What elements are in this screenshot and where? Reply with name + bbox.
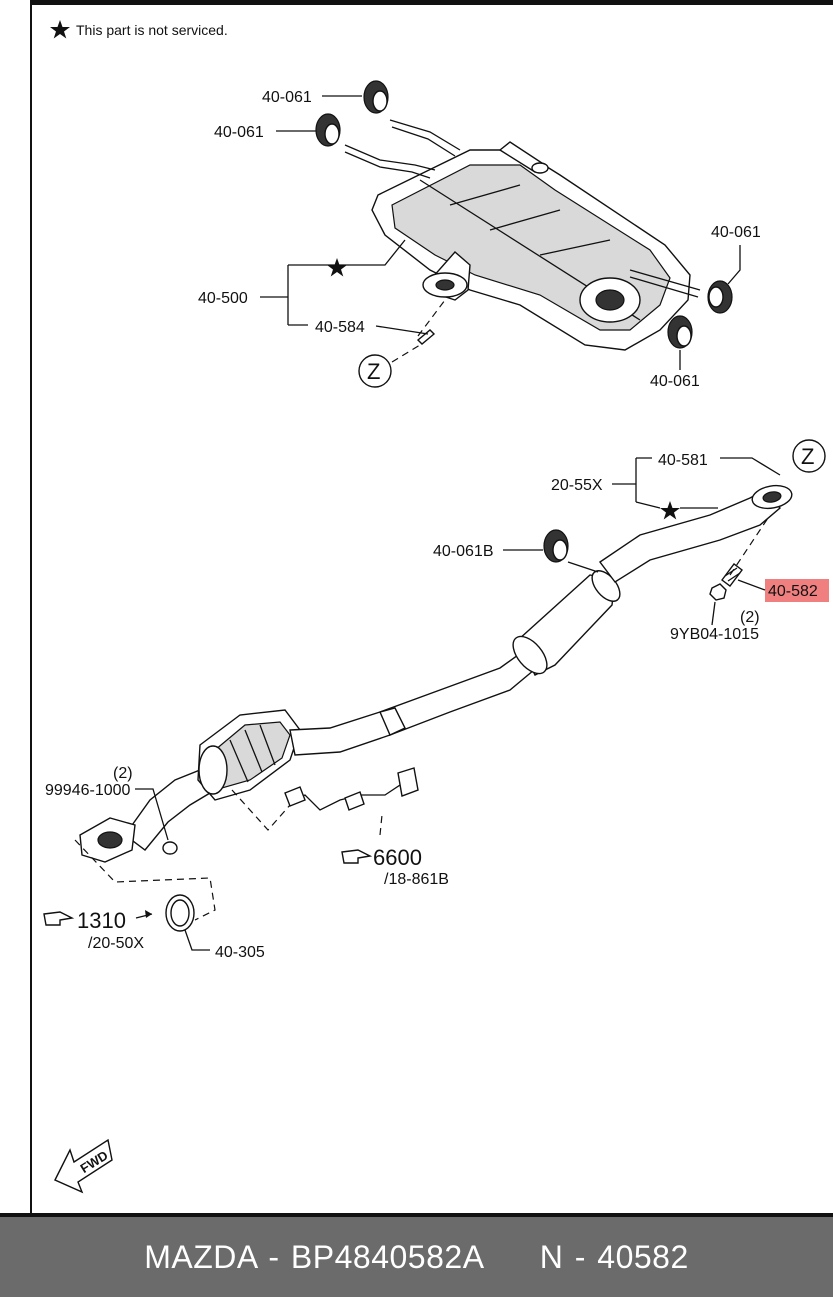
- label-40-061b: 40-061B: [433, 543, 494, 560]
- ref-sensor-number[interactable]: 6600: [373, 845, 422, 870]
- nut-9yb04: [709, 583, 727, 601]
- star-icon: [660, 501, 680, 520]
- ref-catalyst[interactable]: 1310 /20-50X: [43, 908, 153, 952]
- ref-z-mid-text: Z: [801, 444, 814, 469]
- label-40-582[interactable]: 40-582: [768, 583, 818, 600]
- ref-z-top-text: Z: [367, 359, 380, 384]
- ref-sensor[interactable]: 6600 /18-861B: [341, 845, 449, 888]
- label-40-061-a: 40-061: [262, 89, 312, 106]
- label-40-581: 40-581: [658, 452, 708, 469]
- fwd-arrow-icon: FWD: [54, 1138, 113, 1194]
- label-40-305: 40-305: [215, 944, 265, 961]
- star-icon: [50, 20, 70, 39]
- label-9yb04-1015: 9YB04-1015: [670, 626, 759, 643]
- label-40-584: 40-584: [315, 319, 365, 336]
- footer-part-number: MAZDA - BP4840582A N - 40582: [144, 1239, 689, 1275]
- ref-z-mid: Z: [792, 439, 826, 473]
- highlight-box: [765, 579, 829, 602]
- label-20-55x: 20-55X: [551, 477, 603, 494]
- label-40-061-c: 40-061: [711, 224, 761, 241]
- left-border: [30, 0, 32, 1213]
- label-99946-1000: 99946-1000: [45, 782, 131, 799]
- ref-catalyst-number[interactable]: 1310: [77, 908, 126, 933]
- stud-bolt-40-582: [721, 563, 743, 587]
- rubber-hanger-1: [363, 80, 389, 114]
- rubber-hanger-2: [315, 113, 341, 147]
- pointing-hand-icon: [341, 849, 373, 864]
- not-serviced-note: This part is not serviced.: [50, 20, 228, 39]
- top-border: [30, 0, 833, 5]
- label-nut-qty: (2): [740, 609, 760, 626]
- star-icon: [327, 258, 347, 277]
- highlighted-part-40-582[interactable]: 40-582: [765, 579, 829, 602]
- rubber-hanger-4: [667, 315, 693, 349]
- footer-bar: MAZDA - BP4840582A N - 40582: [0, 1213, 833, 1297]
- rubber-hanger-3: [707, 280, 733, 314]
- muffler-assembly: [344, 119, 701, 351]
- gasket-ring-40-305: [165, 894, 195, 932]
- label-40-500: 40-500: [198, 290, 248, 307]
- note-text: This part is not serviced.: [76, 22, 228, 38]
- label-40-061-b: 40-061: [214, 124, 264, 141]
- bolt-99946: [162, 841, 178, 855]
- ref-catalyst-page: /20-50X: [88, 935, 144, 952]
- pointing-hand-icon: [43, 911, 75, 926]
- label-40-061-d: 40-061: [650, 373, 700, 390]
- ref-z-top: Z: [358, 354, 392, 388]
- ref-sensor-page: /18-861B: [384, 871, 449, 888]
- label-bolt-qty: (2): [113, 765, 133, 782]
- exhaust-pipe-assembly: [79, 484, 793, 863]
